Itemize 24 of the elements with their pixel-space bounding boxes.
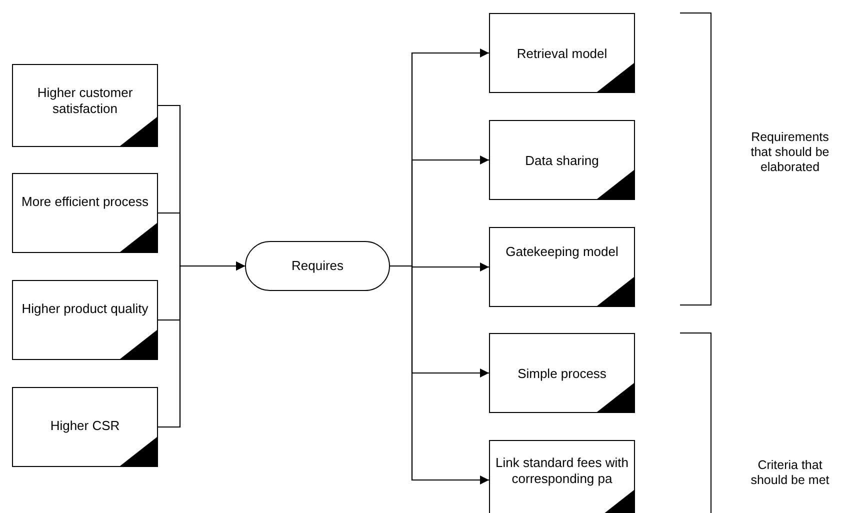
node-label: Higher CSR bbox=[50, 418, 120, 434]
process-box bbox=[12, 280, 158, 360]
node-label: Requires bbox=[291, 258, 344, 274]
annotation-text: Requirements that should be elaborated bbox=[750, 130, 830, 175]
process-box bbox=[489, 227, 635, 307]
node-label: Higher customer satisfaction bbox=[36, 85, 134, 117]
terminator-shape bbox=[245, 241, 390, 291]
node-label: More efficient process bbox=[22, 194, 148, 210]
node-label: Higher product quality bbox=[22, 301, 148, 317]
process-box bbox=[489, 120, 635, 200]
connector-arrow bbox=[158, 262, 245, 428]
node-label: Simple process bbox=[518, 366, 606, 382]
node-label: Data sharing bbox=[525, 153, 599, 169]
connector-arrow bbox=[390, 265, 489, 484]
process-box bbox=[489, 13, 635, 93]
process-box bbox=[489, 333, 635, 413]
node-label: Gatekeeping model bbox=[506, 244, 618, 260]
process-box bbox=[489, 440, 635, 513]
process-box bbox=[12, 387, 158, 467]
node-label: Retrieval model bbox=[516, 46, 608, 62]
process-box bbox=[12, 64, 158, 147]
annotation-text: Criteria that should be met bbox=[750, 458, 830, 488]
node-label: Link standard fees with corresponding pa bbox=[494, 455, 630, 487]
process-box bbox=[12, 173, 158, 253]
